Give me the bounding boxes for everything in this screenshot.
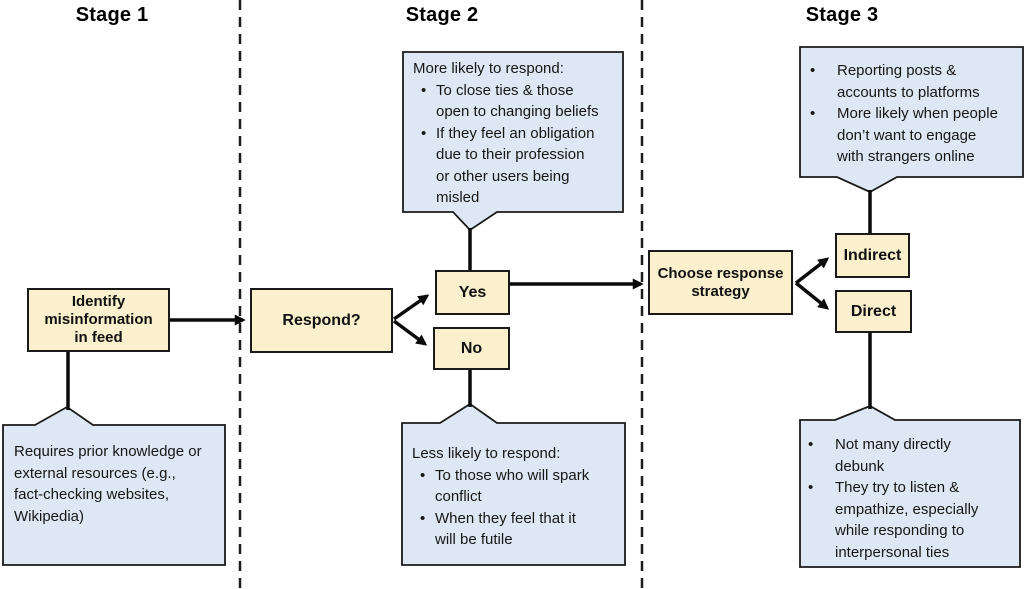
node-indirect: Indirect <box>835 233 910 278</box>
callout-stage3-bottom-shape <box>799 405 1021 568</box>
bullet-marker-icon <box>808 434 835 456</box>
callout-header: More likely to respond: <box>413 60 564 77</box>
bullet-marker-icon <box>421 80 436 102</box>
bullet-text: To those who will spark conflict <box>435 466 590 506</box>
callout-stage1-bottom: Requires prior knowledge or external res… <box>14 441 219 527</box>
bullet-text: Not many directly debunk <box>835 436 951 475</box>
bullet-item: Not many directly debunk <box>808 434 1013 477</box>
bullet-item: If they feel an obligation due to their … <box>421 123 618 209</box>
arrow-choose-to-indirect <box>794 257 830 285</box>
bullet-marker-icon <box>420 508 435 530</box>
callout-stage2-bottom-shape <box>401 402 626 566</box>
callout-stage2-top-shape <box>402 51 624 232</box>
node-no: No <box>433 327 510 370</box>
node-respond-question: Respond? <box>250 288 393 353</box>
bullet-item: Reporting posts & accounts to platforms <box>810 60 1015 103</box>
bullet-item: They try to listen & empathize, especial… <box>808 477 1013 563</box>
callout-stage1-bottom-shape <box>2 405 226 566</box>
node-identify-misinformation: Identify misinformation in feed <box>27 288 170 352</box>
bullet-marker-icon <box>420 465 435 487</box>
node-direct: Direct <box>835 290 912 333</box>
arrow-choose-to-direct <box>794 281 830 310</box>
callout-body: Requires prior knowledge or external res… <box>14 443 202 525</box>
bullet-marker-icon <box>810 103 837 125</box>
callout-stage3-top-shape <box>799 46 1024 194</box>
bullet-text: To close ties & those open to changing b… <box>436 81 599 121</box>
bullet-item: More likely when people don’t want to en… <box>810 103 1015 168</box>
bullet-text: When they feel that it will be futile <box>435 509 576 549</box>
bullet-item: To close ties & those open to changing b… <box>421 80 618 123</box>
arrow-respond-to-no <box>392 319 428 346</box>
node-choose-response-strategy: Choose response strategy <box>648 250 793 315</box>
stage-2-header: Stage 2 <box>405 4 479 26</box>
callout-stage3-bottom: Not many directly debunk They try to lis… <box>808 434 1013 563</box>
callout-stage3-top: Reporting posts & accounts to platforms … <box>810 60 1015 168</box>
callout-header: Less likely to respond: <box>412 445 561 462</box>
node-yes: Yes <box>435 270 510 315</box>
bullet-marker-icon <box>421 123 436 145</box>
callout-stage2-top: More likely to respond: To close ties & … <box>413 58 618 209</box>
bullet-text: More likely when people don’t want to en… <box>837 105 998 165</box>
bullet-text: They try to listen & empathize, especial… <box>835 479 979 561</box>
bullet-item: When they feel that it will be futile <box>420 508 622 551</box>
bullet-text: Reporting posts & accounts to platforms <box>837 62 980 101</box>
arrow-respond-to-yes <box>392 294 430 321</box>
bullet-marker-icon <box>810 60 837 82</box>
bullet-item: To those who will spark conflict <box>420 465 622 508</box>
bullet-text: If they feel an obligation due to their … <box>436 124 595 207</box>
bullet-marker-icon <box>808 477 835 499</box>
callout-stage2-bottom: Less likely to respond: To those who wil… <box>412 443 622 551</box>
stage-1-header: Stage 1 <box>75 4 149 26</box>
stage-3-header: Stage 3 <box>805 4 879 26</box>
